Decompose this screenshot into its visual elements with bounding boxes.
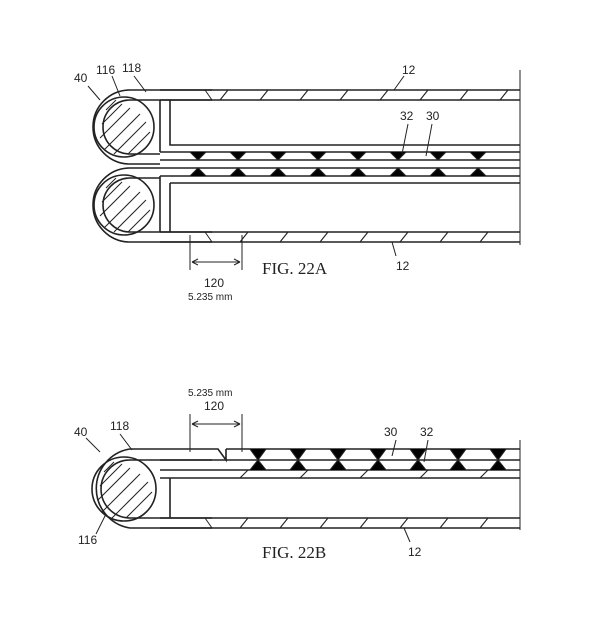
figure-22a: 40 116 118 12 32 30 12 120 5.235 mm FIG.… bbox=[74, 61, 521, 303]
lower-end-cap bbox=[92, 167, 213, 243]
label-40: 40 bbox=[74, 71, 88, 85]
label-12-bottom: 12 bbox=[396, 259, 410, 273]
upper-tube bbox=[159, 89, 520, 152]
label-120: 120 bbox=[204, 399, 224, 413]
middle-layers bbox=[160, 151, 520, 177]
leaders-22a bbox=[87, 75, 433, 257]
figure-22b: 40 118 116 30 32 12 5.235 mm 120 FIG. 22… bbox=[74, 388, 521, 562]
label-12-top: 12 bbox=[402, 63, 416, 77]
tube bbox=[160, 448, 520, 529]
label-32: 32 bbox=[420, 425, 434, 439]
leaders-22b bbox=[85, 433, 429, 543]
label-40: 40 bbox=[74, 425, 88, 439]
end-cap bbox=[91, 448, 227, 529]
label-116: 116 bbox=[78, 533, 97, 547]
dimension-value: 5.235 mm bbox=[188, 388, 232, 399]
label-118: 118 bbox=[122, 61, 141, 75]
dimension-value: 5.235 mm bbox=[188, 292, 232, 303]
label-12: 12 bbox=[408, 545, 422, 559]
label-118: 118 bbox=[110, 419, 129, 433]
lower-bead bbox=[93, 174, 155, 236]
dimension-120-22b bbox=[189, 414, 243, 452]
label-30: 30 bbox=[384, 425, 398, 439]
upper-end-cap bbox=[92, 89, 213, 165]
label-32: 32 bbox=[400, 109, 414, 123]
wall-hatching bbox=[239, 469, 489, 529]
chevron-hatching bbox=[249, 448, 507, 471]
figure-title: FIG. 22A bbox=[262, 259, 328, 278]
lower-tube bbox=[159, 176, 520, 243]
wall-hatching-upper bbox=[219, 89, 509, 101]
wall-hatching-lower bbox=[239, 231, 489, 243]
bead bbox=[91, 456, 157, 522]
dimension-120-22a bbox=[189, 235, 243, 270]
figure-title: FIG. 22B bbox=[262, 543, 326, 562]
label-120: 120 bbox=[204, 276, 224, 290]
upper-bead bbox=[93, 96, 155, 158]
chevron-hatching bbox=[189, 151, 487, 177]
label-30: 30 bbox=[426, 109, 440, 123]
label-116: 116 bbox=[96, 63, 115, 77]
